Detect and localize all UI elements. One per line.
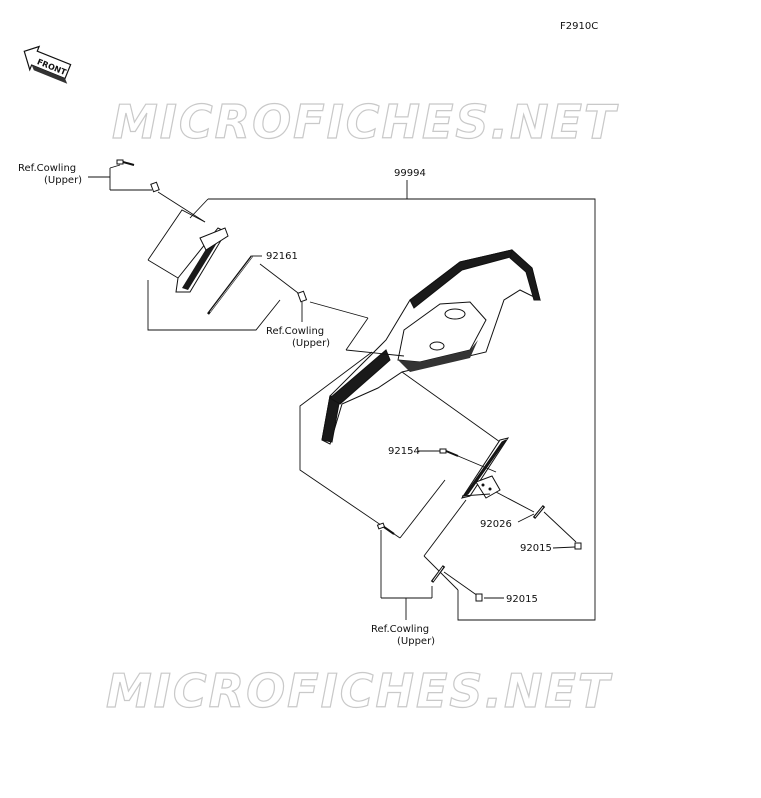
label-92161: 92161 (266, 251, 298, 262)
nut-icon (150, 181, 160, 193)
bolt-icon (116, 159, 135, 166)
ref-cowling-2-line2: (Upper) (292, 338, 330, 349)
screen-trim-part (175, 227, 229, 293)
windshield-part (321, 249, 541, 445)
mounting-bracket-part (460, 437, 510, 499)
ref-cowling-3-leader (380, 530, 433, 620)
label-92015-right: 92015 (520, 543, 552, 554)
label-92015-lower: 92015 (506, 594, 538, 605)
spacer-92026-icon (532, 505, 546, 519)
ref-cowling-1-leader (88, 164, 152, 191)
ref-cowling-3-line1: Ref.Cowling (371, 624, 429, 635)
bolt-92154-icon (439, 448, 459, 457)
nut-92015-lower-icon (475, 593, 483, 602)
label-92154: 92154 (388, 446, 420, 457)
nut-icon (297, 290, 308, 303)
ref-cowling-2-line1: Ref.Cowling (266, 326, 324, 337)
label-92026: 92026 (480, 519, 512, 530)
ref-cowling-1-line2: (Upper) (44, 175, 82, 186)
watermark-top: MICROFICHES.NET (112, 95, 619, 149)
assembly-bracket (189, 180, 596, 621)
left-bracket-lines (147, 209, 369, 331)
lower-bracket-lines (399, 479, 467, 591)
figure-code: F2910C (560, 21, 598, 32)
trim-strip-92161 (207, 253, 255, 315)
lower-spacer-icon (430, 565, 446, 583)
ref-cowling-1-line1: Ref.Cowling (18, 163, 76, 174)
ref-cowling-3-line2: (Upper) (397, 636, 435, 647)
nut-92015-right-icon (574, 542, 582, 550)
bolt-lower-icon (376, 522, 395, 535)
front-arrow-icon: FRONT (23, 45, 72, 84)
watermark-bottom: MICROFICHES.NET (106, 664, 613, 718)
label-99994: 99994 (394, 168, 426, 179)
